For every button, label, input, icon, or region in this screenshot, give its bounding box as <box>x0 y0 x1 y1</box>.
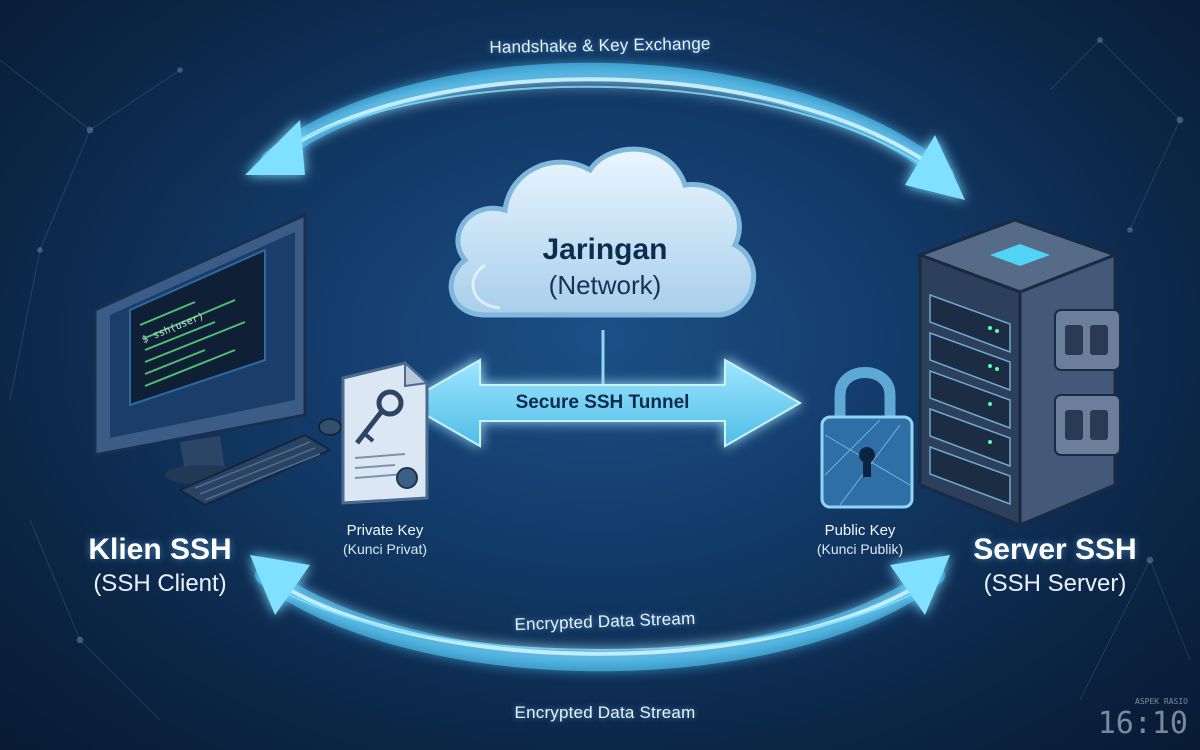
tunnel-label: Secure SSH Tunnel <box>515 392 690 413</box>
server-rack-icon <box>915 218 1121 528</box>
server-title: Server SSH <box>973 533 1137 566</box>
padlock-icon <box>820 367 914 509</box>
client-title: Klien SSH <box>88 533 232 566</box>
private-key-subtitle: (Kunci Privat) <box>342 541 428 557</box>
tunnel-arrow-shape <box>402 358 803 448</box>
public-key-title: Public Key <box>824 522 896 539</box>
public-key-subtitle: (Kunci Publik) <box>816 541 904 557</box>
corner-caption: ASPEK RASIO <box>1135 697 1188 706</box>
handshake-arrow <box>245 62 965 200</box>
encrypted-stream-arrow <box>250 555 950 672</box>
corner-ratio: 16:10 <box>1097 706 1188 741</box>
monitor-icon <box>93 212 307 485</box>
client-subtitle: (SSH Client) <box>93 570 227 597</box>
network-subtitle: (Network) <box>548 270 662 300</box>
keyboard-icon <box>177 433 333 507</box>
network-title: Jaringan <box>542 233 668 266</box>
private-key-title: Private Key <box>346 522 424 539</box>
encrypted-stream-label-2: Encrypted Data Stream <box>514 703 696 722</box>
mouse-icon <box>318 418 342 436</box>
private-key-certificate-icon <box>341 360 430 505</box>
server-subtitle: (SSH Server) <box>983 570 1127 597</box>
cloud-icon <box>448 146 757 318</box>
